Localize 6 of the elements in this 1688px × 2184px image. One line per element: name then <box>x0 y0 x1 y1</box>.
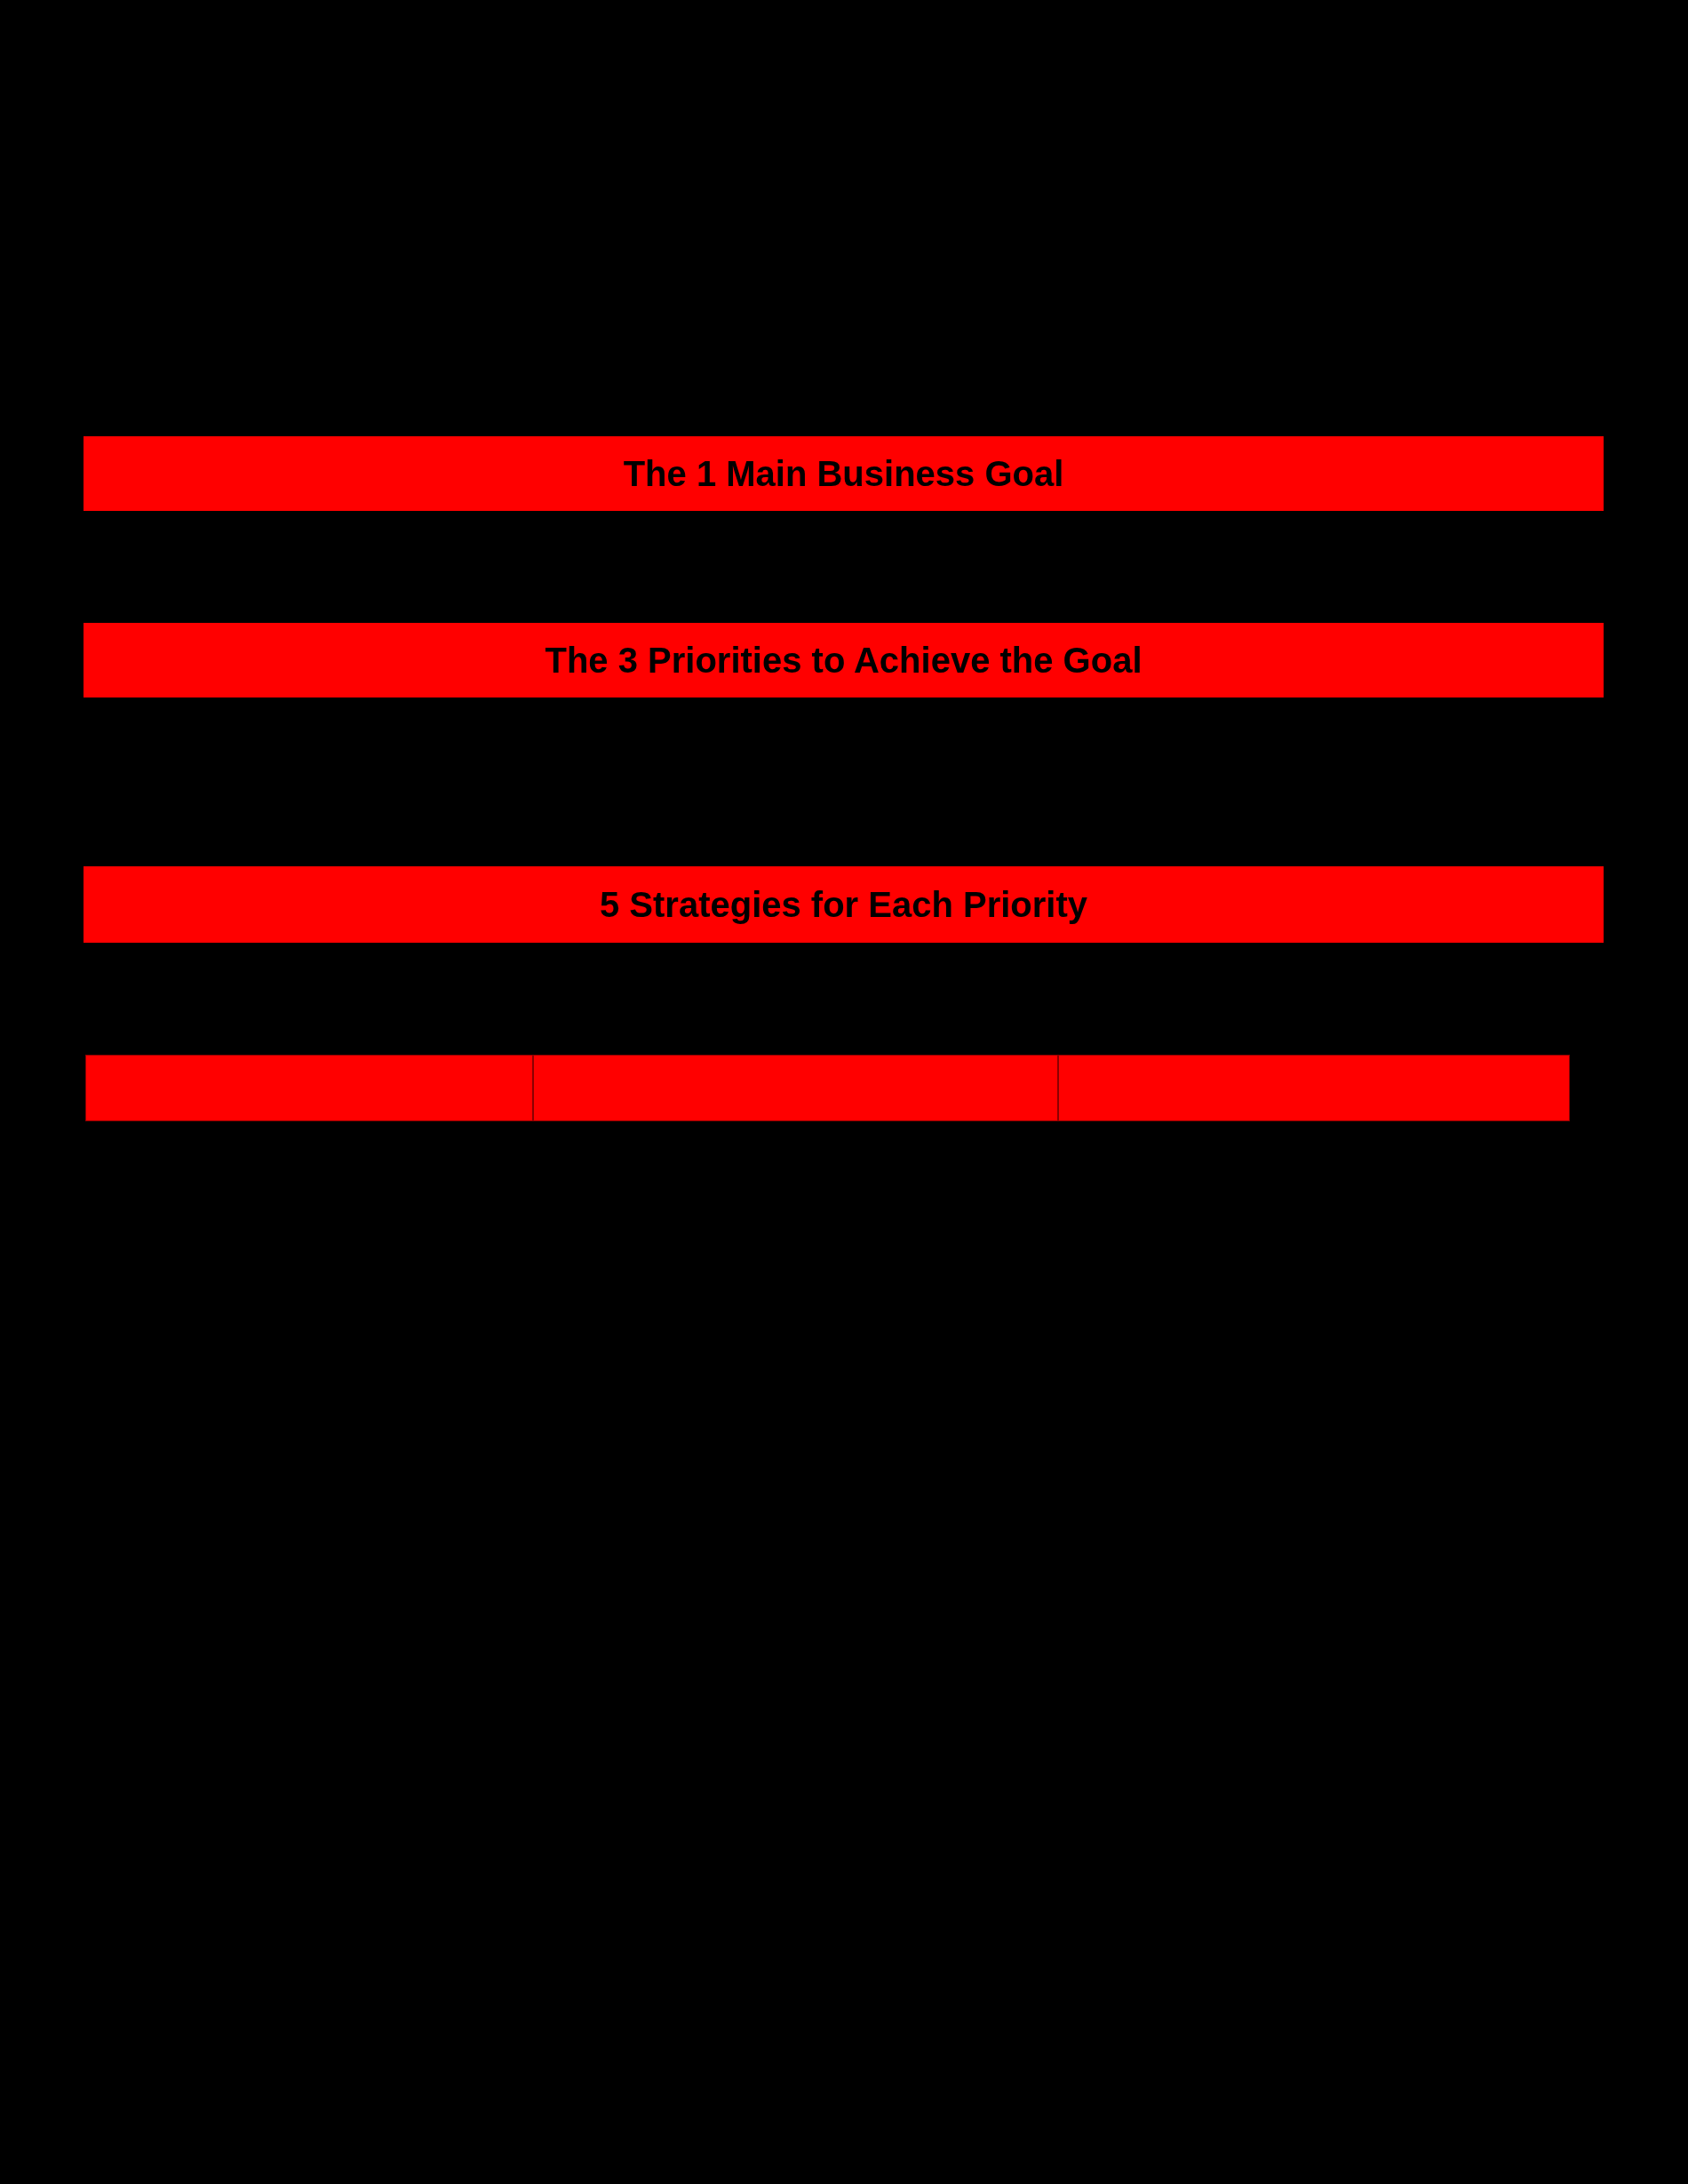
band-title: The 1 Main Business Goal <box>623 453 1064 495</box>
band-title: 5 Strategies for Each Priority <box>599 884 1088 926</box>
heading-band <box>84 623 1604 697</box>
heading-band <box>84 436 1604 511</box>
band-title: The 3 Priorities to Achieve the Goal <box>545 640 1143 682</box>
heading-band <box>84 866 1604 943</box>
